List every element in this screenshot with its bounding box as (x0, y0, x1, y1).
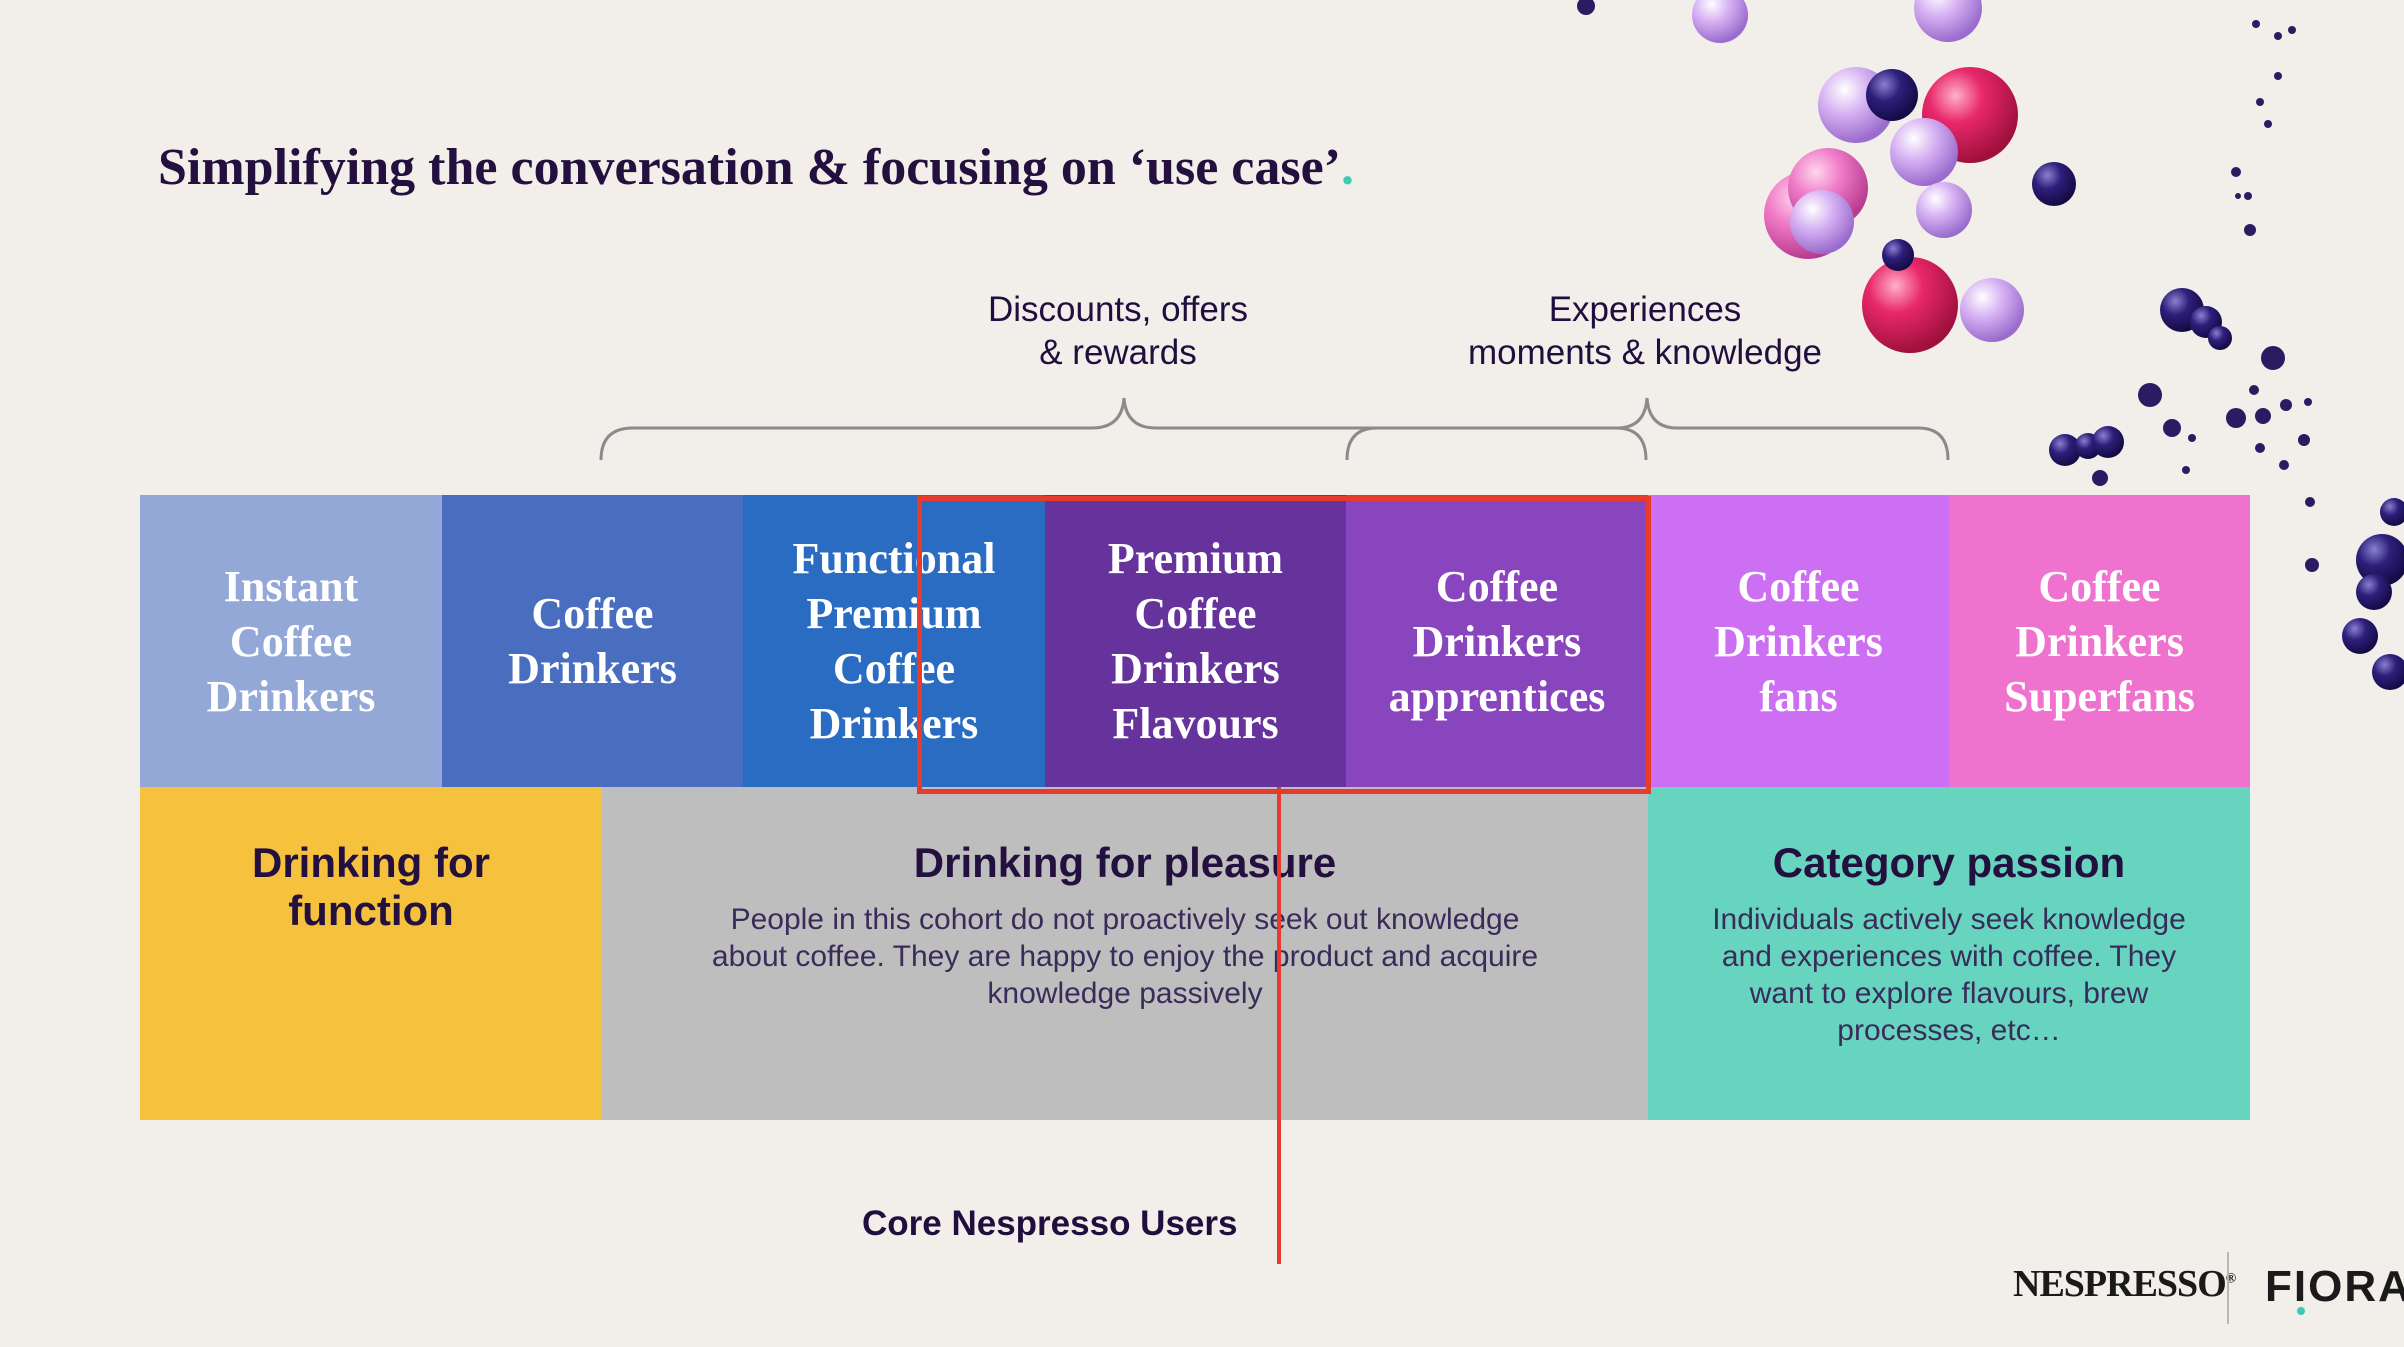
logo-divider (2227, 1252, 2229, 1324)
decorative-bubbles-icon (1577, 0, 2404, 690)
curly-brace-icon (599, 397, 1950, 461)
nespresso-logo: NESPRESSO® (2013, 1263, 2236, 1305)
core-users-highlight-box (917, 496, 1651, 794)
usecase-passion: Category passion Individuals actively se… (1648, 787, 2250, 1120)
usecase-pleasure: Drinking for pleasure People in this coh… (602, 787, 1648, 1120)
experiences-label: Experiences moments & knowledge (1467, 290, 1823, 372)
page-title: Simplifying the conversation & focusing … (158, 139, 1354, 196)
core-users-label: Core Nespresso Users (862, 1204, 1238, 1243)
core-users-pointer-line (1277, 787, 1281, 1264)
fiora-logo: FIORA (2265, 1262, 2404, 1311)
discounts-label: Discounts, offers & rewards (987, 290, 1249, 372)
